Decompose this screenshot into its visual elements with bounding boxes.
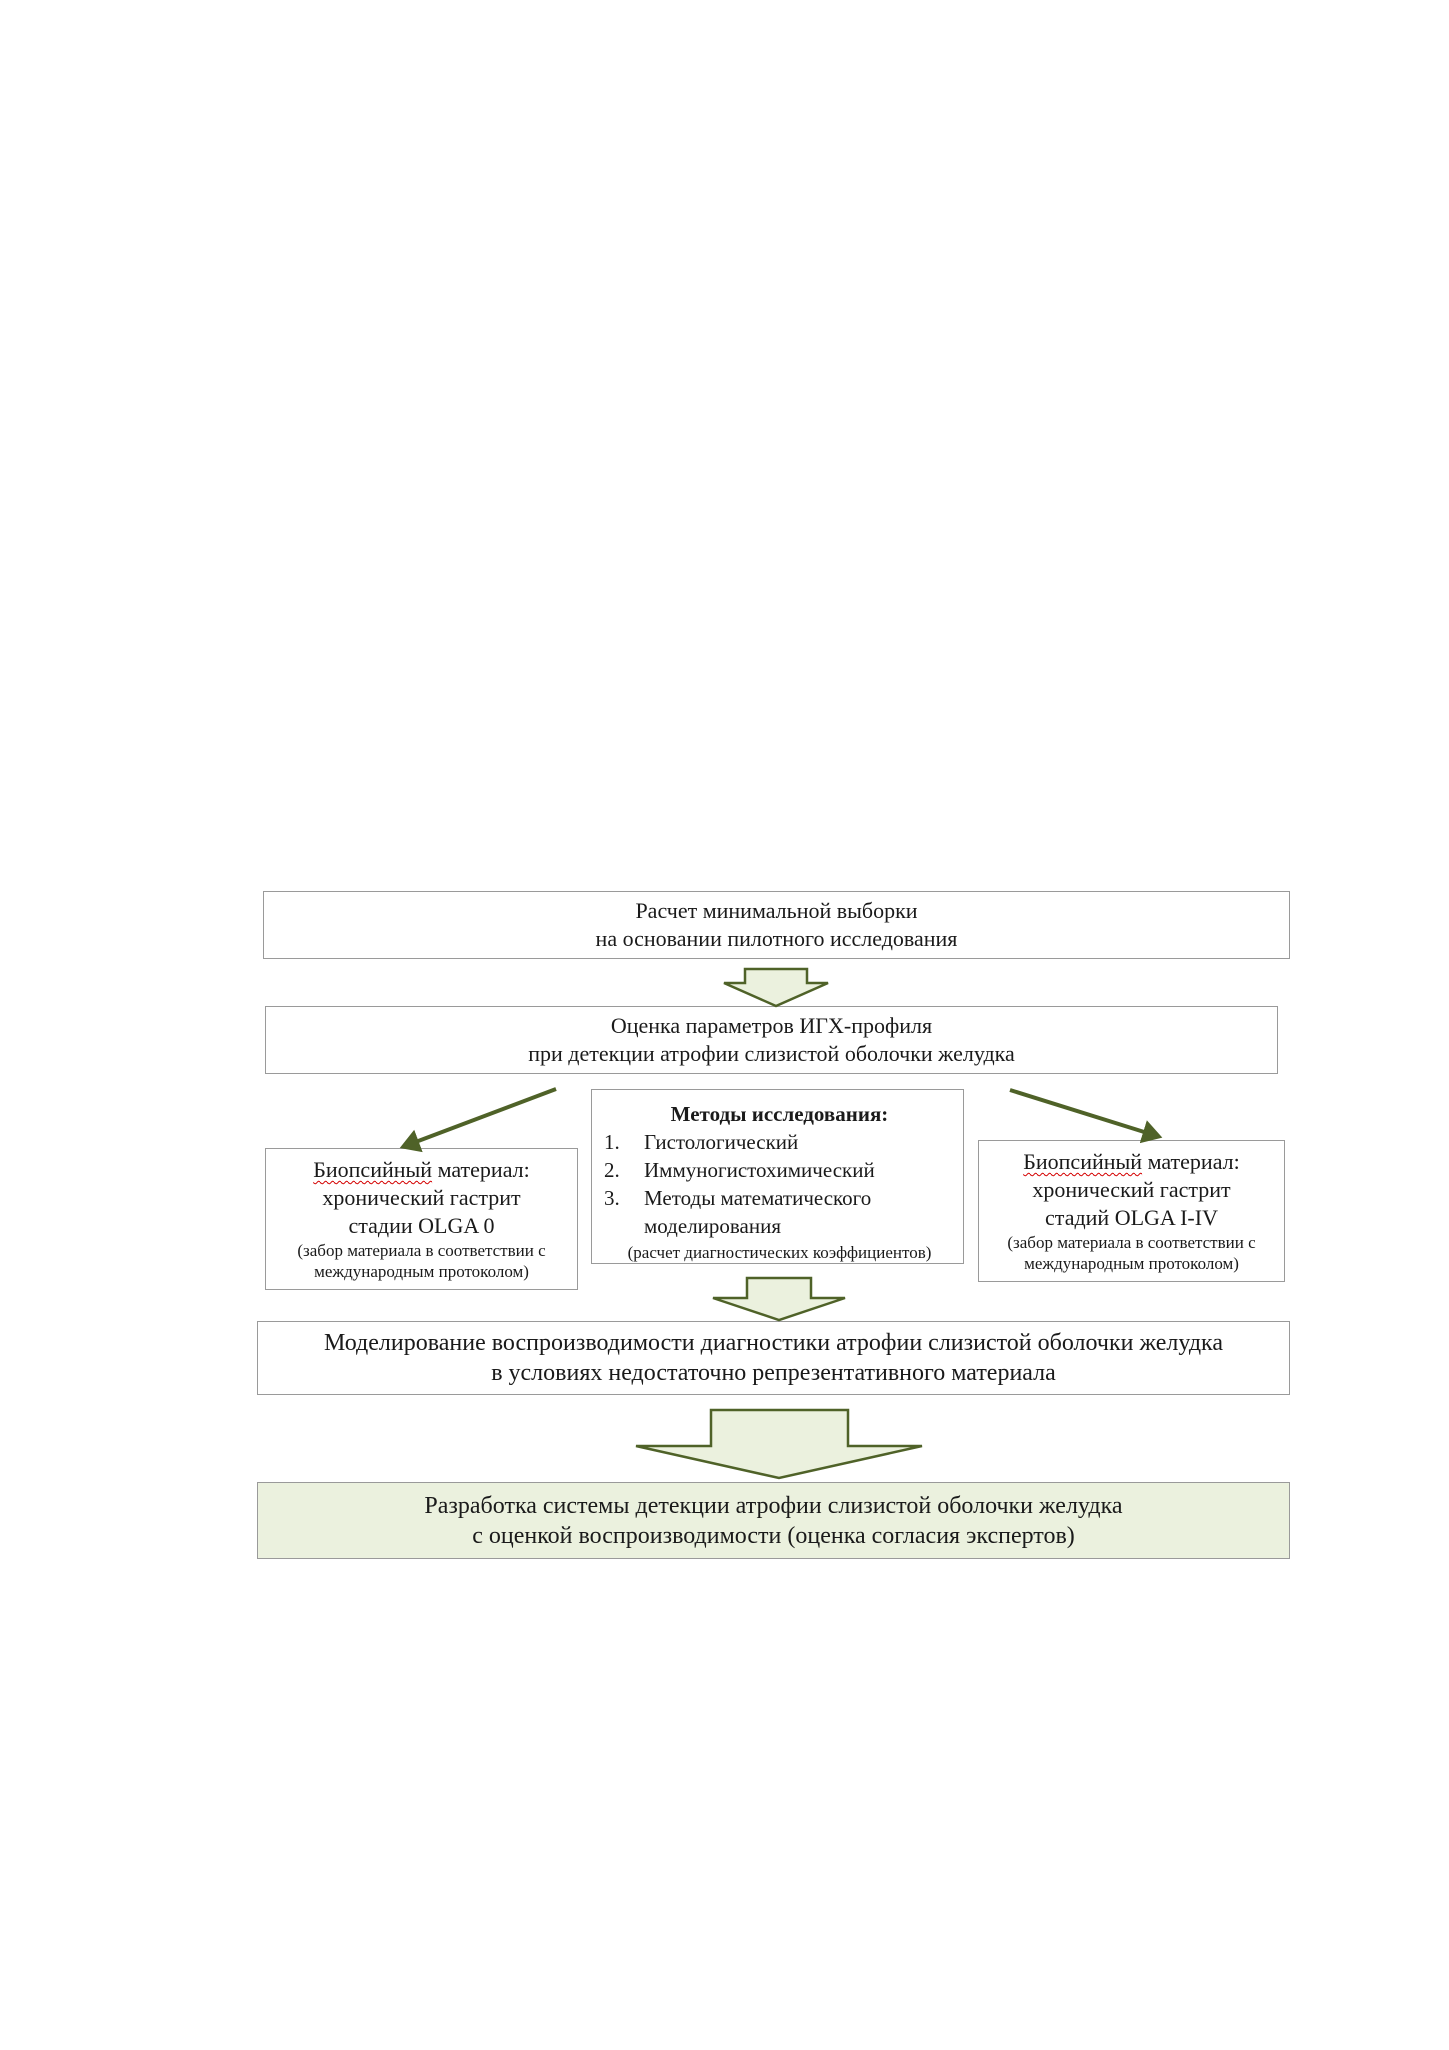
sample-size-line-1: Расчет минимальной выборки — [635, 898, 918, 923]
biopsy-olga0-note-2: международным протоколом) — [314, 1262, 529, 1281]
biopsy-olga1-4-line-3: стадий OLGA I-IV — [1045, 1205, 1218, 1230]
modelling-box: Моделирование воспроизводимости диагност… — [257, 1321, 1290, 1395]
biopsy-olga0-box: Биопсийный материал: хронический гастрит… — [265, 1148, 578, 1290]
methods-item-number: 2. — [604, 1158, 620, 1182]
biopsy-olga0-line-2: хронический гастрит — [322, 1185, 521, 1210]
biopsy-olga0-line-3: стадии OLGA 0 — [348, 1213, 495, 1238]
methods-box: Методы исследования: 1. Гистологический … — [591, 1089, 964, 1264]
biopsy-olga1-4-line-2: хронический гастрит — [1032, 1177, 1231, 1202]
ihc-profile-line-2: при детекции атрофии слизистой оболочки … — [528, 1041, 1015, 1066]
methods-item-number: 3. — [604, 1186, 620, 1210]
methods-heading: Методы исследования: — [670, 1102, 889, 1126]
arrow-to-olga0 — [399, 1087, 557, 1153]
ihc-profile-line-1: Оценка параметров ИГХ-профиля — [610, 1013, 933, 1038]
result-line-1: Разработка системы детекции атрофии слиз… — [424, 1492, 1123, 1519]
result-line-2: с оценкой воспроизводимости (оценка согл… — [472, 1522, 1075, 1549]
biopsy-olga1-4-rest: материал: — [1142, 1149, 1240, 1174]
ihc-profile-box: Оценка параметров ИГХ-профиля при детекц… — [265, 1006, 1278, 1074]
block-arrow-down-3 — [635, 1408, 923, 1480]
arrow-to-olga1-4 — [1009, 1088, 1163, 1144]
result-box: Разработка системы детекции атрофии слиз… — [257, 1482, 1290, 1559]
methods-item-text: Иммуногистохимический — [644, 1158, 875, 1182]
block-arrow-down-1 — [723, 967, 829, 1008]
methods-item: 2. Иммуногистохимический — [604, 1156, 875, 1184]
sample-size-line-2: на основании пилотного исследования — [595, 926, 958, 951]
biopsy-olga0-rest: материал: — [432, 1157, 530, 1182]
biopsy-olga1-4-title: Биопсийный материал: — [1023, 1148, 1240, 1176]
modelling-line-1: Моделирование воспроизводимости диагност… — [324, 1330, 1223, 1356]
sample-size-box: Расчет минимальной выборки на основании … — [263, 891, 1290, 959]
biopsy-olga1-4-note-2: международным протоколом) — [1024, 1254, 1239, 1273]
methods-note: (расчет диагностических коэффициентов) — [627, 1243, 932, 1262]
methods-item: 1. Гистологический — [604, 1128, 798, 1156]
biopsy-olga1-4-word: Биопсийный — [1023, 1149, 1143, 1174]
methods-item-text: Гистологический — [644, 1130, 799, 1154]
block-arrow-down-2 — [712, 1276, 846, 1322]
modelling-line-2: в условиях недостаточно репрезентативног… — [491, 1360, 1056, 1386]
methods-item: 3. Методы математического — [604, 1184, 871, 1212]
methods-item-3-continuation: моделирования — [644, 1214, 782, 1238]
biopsy-olga0-title: Биопсийный материал: — [313, 1156, 530, 1184]
methods-item-text: Методы математического — [644, 1186, 872, 1210]
biopsy-olga1-4-box: Биопсийный материал: хронический гастрит… — [978, 1140, 1285, 1282]
biopsy-olga1-4-note-1: (забор материала в соответствии с — [1007, 1233, 1256, 1252]
methods-item-number: 1. — [604, 1130, 620, 1154]
biopsy-olga0-note-1: (забор материала в соответствии с — [297, 1241, 546, 1260]
biopsy-olga0-word: Биопсийный — [313, 1157, 433, 1182]
